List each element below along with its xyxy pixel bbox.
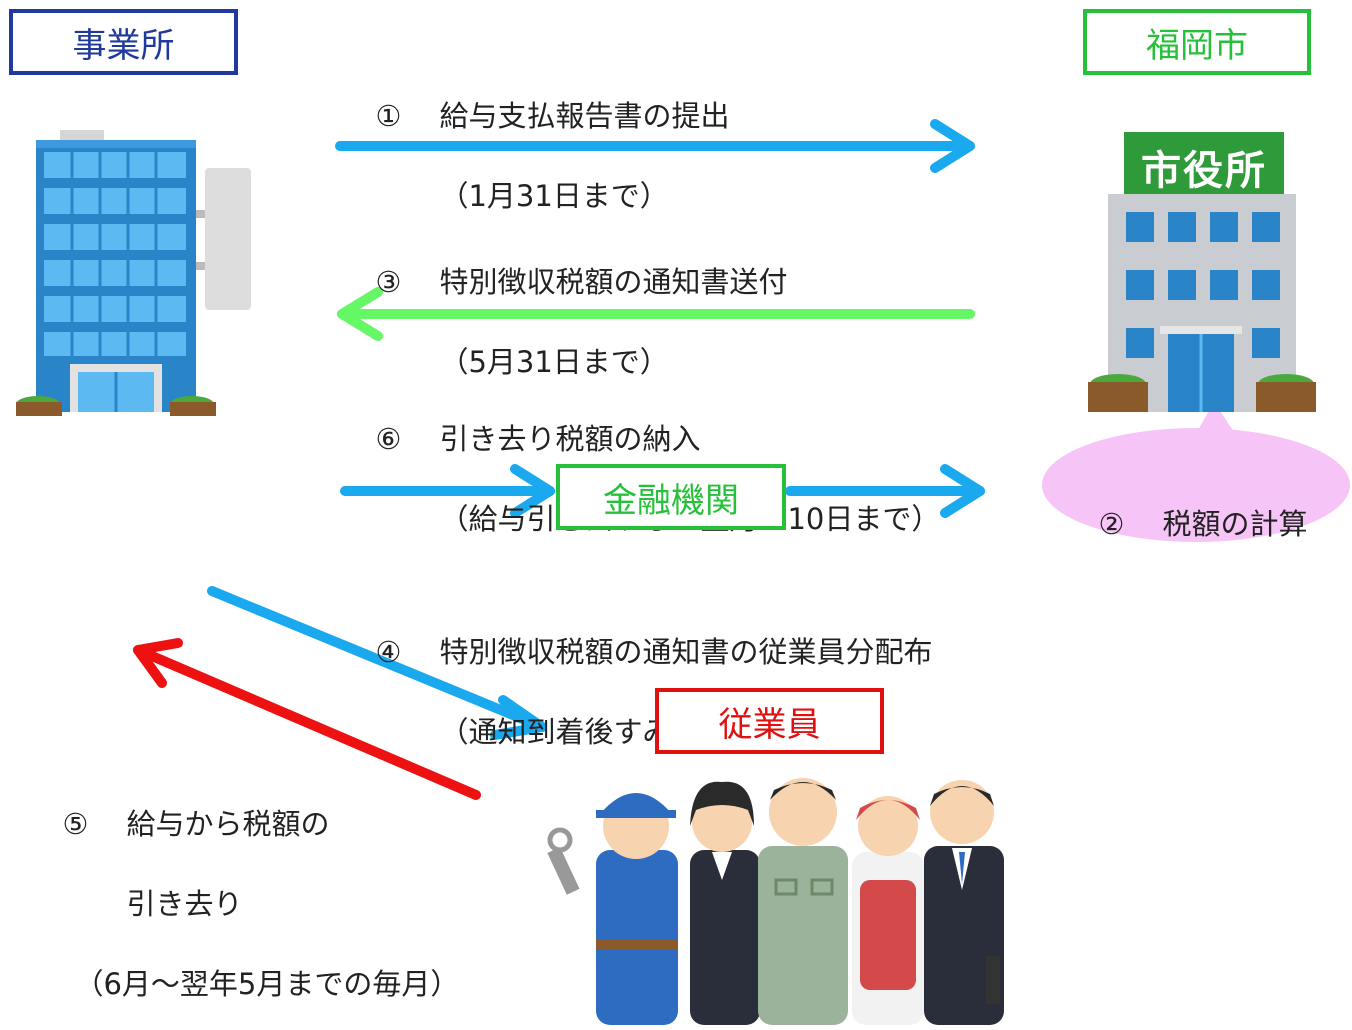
senior-worker-figure <box>758 778 848 1025</box>
step3-title: 特別徴収税額の通知書送付 <box>439 265 788 300</box>
worker-figure <box>547 793 678 1025</box>
step5-note: （6月～翌年5月までの毎月） <box>74 967 460 1002</box>
employees-label: 従業員 <box>655 688 884 754</box>
office-woman-figure <box>690 781 760 1025</box>
step3-number: ③ <box>375 265 402 300</box>
step3-note: （5月31日まで） <box>439 345 669 380</box>
step1-title: 給与支払報告書の提出 <box>439 99 730 134</box>
step5-title2: 引き去り <box>126 887 243 922</box>
step4-title: 特別徴収税額の通知書の従業員分配布 <box>439 635 933 670</box>
calc-bubble <box>1042 402 1350 542</box>
apron-woman-figure <box>852 796 924 1025</box>
arrow-withholding <box>133 638 481 800</box>
businessman-figure <box>924 780 1004 1025</box>
step4-number: ④ <box>375 635 402 670</box>
step5-text: ⑤ 給与から税額の 引き去り （6月～翌年5月までの毎月） <box>44 764 459 1004</box>
step5-number: ⑤ <box>62 807 89 842</box>
arrow-submit-report <box>335 119 975 173</box>
step1-text: ① 給与支払報告書の提出 （1月31日まで） <box>357 56 729 216</box>
step1-note: （1月31日まで） <box>439 179 669 214</box>
step2-text: ② 税額の計算 <box>1080 464 1307 544</box>
step1-number: ① <box>375 99 402 134</box>
step3-text: ③ 特別徴収税額の通知書送付 （5月31日まで） <box>357 222 787 382</box>
arrow-notice-sent <box>337 287 975 341</box>
city-label: 福岡市 <box>1083 9 1311 75</box>
arrow-payment <box>340 464 985 518</box>
step6-title: 引き去り税額の納入 <box>439 422 701 457</box>
city-hall-sign: 市役所 <box>1141 148 1267 194</box>
step5-title: 給与から税額の <box>126 807 330 842</box>
office-label: 事業所 <box>9 9 238 75</box>
step6-number: ⑥ <box>375 422 402 457</box>
step2-title: 税額の計算 <box>1162 507 1308 542</box>
step2-number: ② <box>1098 507 1125 542</box>
bank-label: 金融機関 <box>556 464 786 530</box>
arrow-distribute-notice <box>207 586 547 740</box>
